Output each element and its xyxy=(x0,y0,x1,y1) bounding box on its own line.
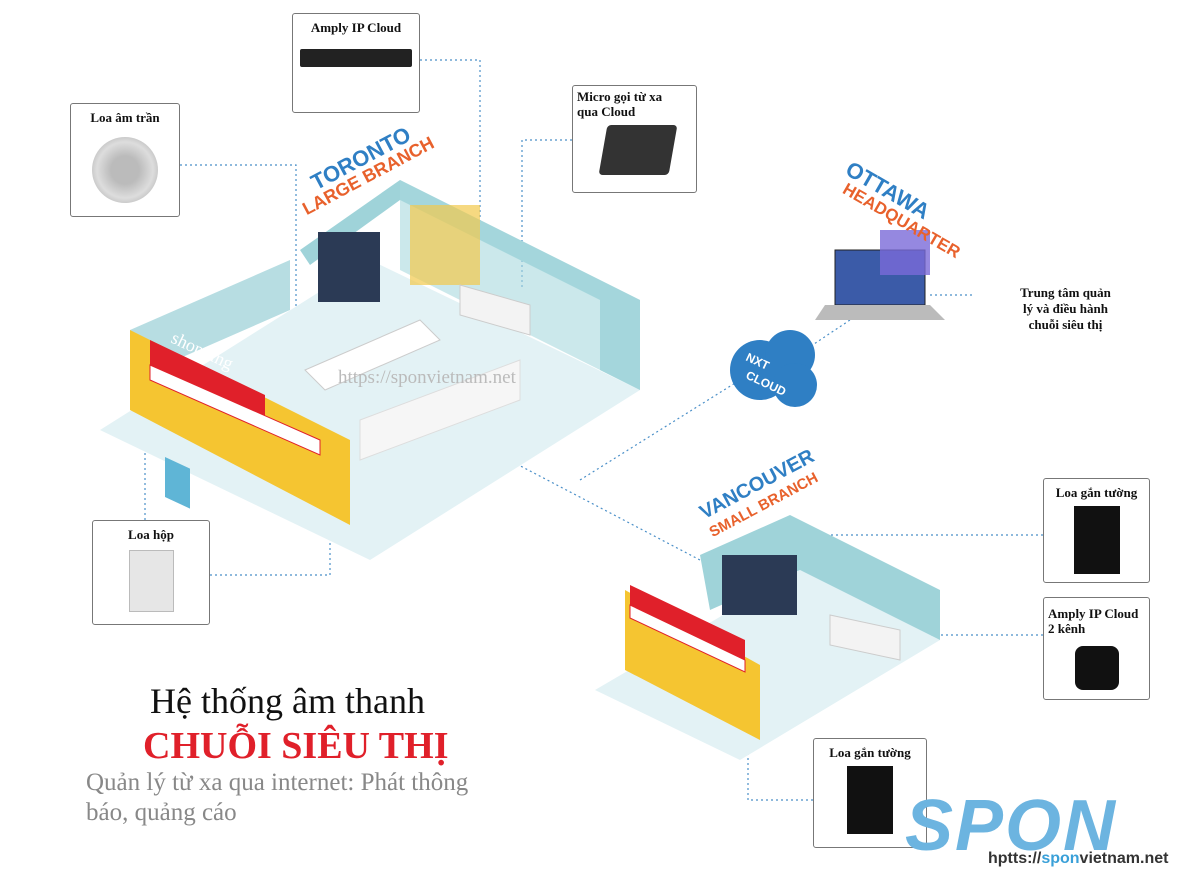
box-speaker-card: Loa hộp xyxy=(92,520,210,625)
microphone-console-icon xyxy=(598,125,678,175)
nxt-cloud-icon: NXT CLOUD xyxy=(730,330,817,407)
amply-2ch-label-2: 2 kênh xyxy=(1048,621,1086,636)
watermark: https://sponvietnam.net xyxy=(338,367,516,388)
remote-mic-label-2: qua Cloud xyxy=(577,104,636,119)
ceiling-speaker-label: Loa âm trần xyxy=(90,110,160,125)
hq-caption-line: Trung tâm quản xyxy=(1020,285,1111,300)
box-speaker-icon xyxy=(128,550,174,612)
amply-2ch-label-1: Amply IP Cloud xyxy=(1048,606,1139,621)
hq-caption: Trung tâm quản lý và điều hành chuỗi siê… xyxy=(993,285,1138,333)
wall-speaker-icon xyxy=(1073,506,1120,574)
connection-lines xyxy=(144,59,1043,801)
heading-subtitle: Quản lý từ xa qua internet: Phát thông b… xyxy=(86,769,469,826)
box-speaker-label: Loa hộp xyxy=(128,527,174,542)
remote-mic-label-1: Micro gọi từ xa xyxy=(577,89,663,104)
wall-speaker-label-right: Loa gắn tường xyxy=(1055,485,1138,500)
spon-logo: SPON xyxy=(905,786,1118,866)
heading-line-1: Hệ thống âm thanh xyxy=(150,681,425,721)
amply-ip-cloud-card: Amply IP Cloud xyxy=(292,13,420,113)
amplifier-2ch-icon xyxy=(1074,646,1119,690)
ceiling-speaker-card: Loa âm trần xyxy=(70,103,180,217)
heading-line-2: CHUỖI SIÊU THỊ xyxy=(143,725,449,767)
hq-laptop xyxy=(815,230,945,320)
ceiling-speaker-icon xyxy=(92,137,158,203)
wall-speaker-label-bottom: Loa gắn tường xyxy=(829,745,911,760)
url-suffix: vietnam.net xyxy=(1079,850,1169,867)
wall-speaker-card-right: Loa gắn tường xyxy=(1043,478,1150,583)
url-prefix: hptts:// xyxy=(988,850,1042,867)
amply-ip-cloud-label: Amply IP Cloud xyxy=(310,20,402,35)
toronto-store xyxy=(100,180,640,560)
url-highlight: spon xyxy=(1041,850,1080,867)
wall-speaker-icon xyxy=(847,766,893,834)
vancouver-store xyxy=(595,515,940,760)
wall-speaker-card-bottom: Loa gắn tường xyxy=(813,738,927,848)
brand-url[interactable]: hptts://sponvietnam.net xyxy=(988,850,1168,868)
hq-caption-line: lý và điều hành xyxy=(1023,301,1108,316)
hq-caption-line: chuỗi siêu thị xyxy=(1028,317,1103,332)
remote-mic-card: Micro gọi từ xa qua Cloud xyxy=(572,85,697,193)
amplifier-icon xyxy=(300,49,412,67)
amply-2ch-card: Amply IP Cloud 2 kênh xyxy=(1043,597,1150,700)
